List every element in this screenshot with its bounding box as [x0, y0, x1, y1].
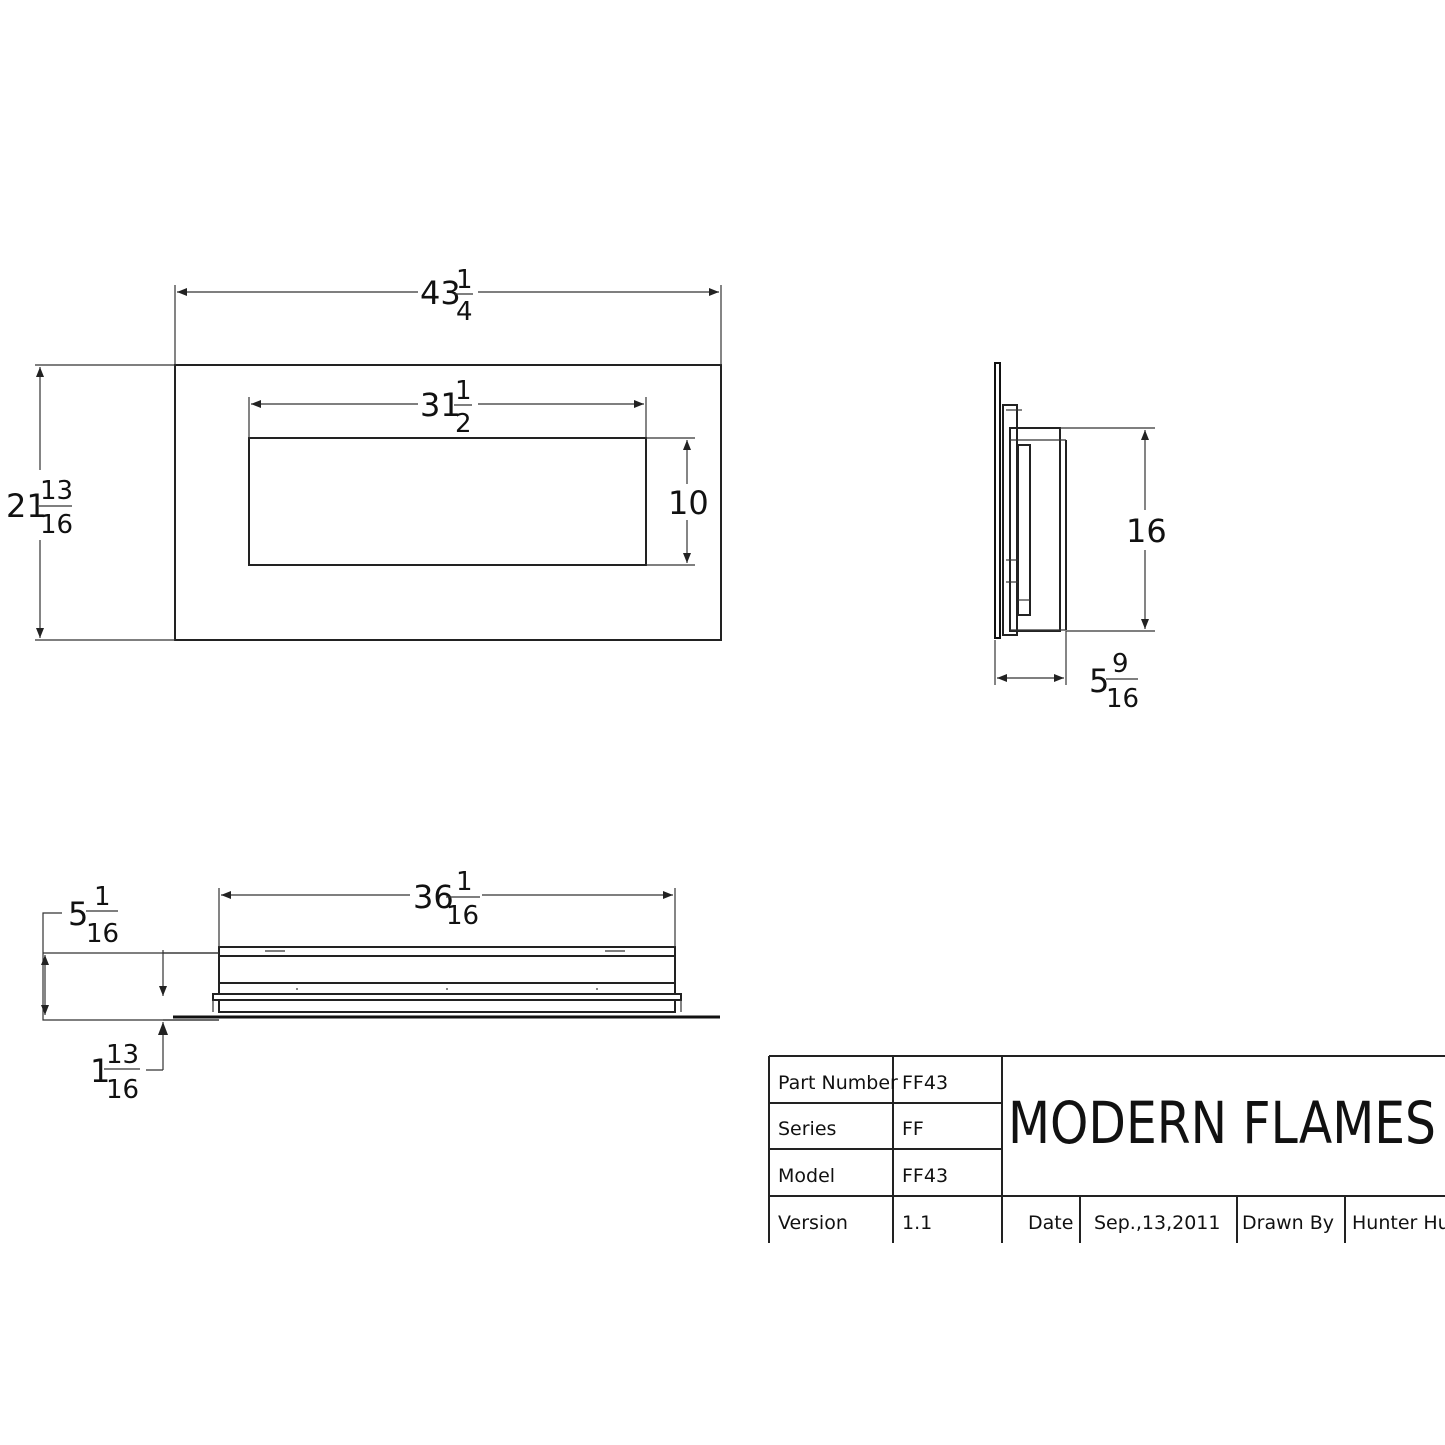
dim-top-width: 36 1 16 [413, 867, 480, 931]
version-value: 1.1 [902, 1212, 932, 1234]
dim-opening-width: 31 1 2 [420, 376, 472, 439]
date-value: Sep.,13,2011 [1094, 1212, 1220, 1234]
brand-name: MODERN FLAMES [1008, 1089, 1436, 1157]
svg-text:4: 4 [456, 297, 473, 327]
front-outer-frame [174, 364, 722, 641]
part-number-label: Part Number [778, 1072, 898, 1094]
dim-opening-height: 10 [668, 484, 709, 522]
date-label: Date [1028, 1212, 1073, 1234]
dim-overall-width: 43 1 4 [420, 265, 473, 327]
svg-text:1: 1 [455, 376, 472, 406]
svg-text:13: 13 [40, 476, 73, 506]
svg-text:16: 16 [86, 919, 119, 949]
side-view: 16 5 9 16 [994, 362, 1167, 714]
front-view: 43 1 4 31 1 2 10 21 13 16 [5, 265, 722, 641]
dim-side-depth: 5 9 16 [1089, 649, 1139, 714]
svg-text:1: 1 [90, 1052, 110, 1090]
top-view: 36 1 16 5 1 16 1 13 16 [41, 866, 720, 1105]
svg-text:16: 16 [446, 901, 479, 931]
svg-text:1: 1 [456, 265, 473, 295]
series-label: Series [778, 1118, 836, 1140]
svg-text:31: 31 [420, 386, 461, 424]
svg-text:16: 16 [106, 1075, 139, 1105]
svg-text:9: 9 [1112, 649, 1129, 679]
front-opening [248, 437, 647, 566]
version-label: Version [778, 1212, 848, 1234]
drawn-by-label: Drawn By [1242, 1212, 1334, 1234]
svg-text:5: 5 [68, 895, 88, 933]
svg-text:1: 1 [456, 867, 473, 897]
model-value: FF43 [902, 1165, 948, 1187]
dim-overall-height: 21 13 16 [6, 476, 73, 540]
svg-text:16: 16 [40, 510, 73, 540]
svg-text:13: 13 [106, 1040, 139, 1070]
side-wall-plate [994, 362, 1001, 639]
part-number-value: FF43 [902, 1072, 948, 1094]
title-block: Part Number FF43 Series FF Model FF43 Ve… [768, 1055, 1445, 1243]
svg-text:2: 2 [455, 409, 472, 439]
model-label: Model [778, 1165, 835, 1187]
dim-top-flange: 1 13 16 [90, 1040, 140, 1105]
svg-text:16: 16 [1106, 684, 1139, 714]
dim-top-depth: 5 1 16 [68, 882, 119, 949]
svg-text:1: 1 [94, 882, 111, 912]
dim-side-height: 16 [1126, 512, 1167, 550]
svg-text:5: 5 [1089, 662, 1109, 700]
svg-text:43: 43 [420, 274, 461, 312]
drawn-by-value: Hunter Hu [1352, 1212, 1445, 1234]
series-value: FF [902, 1118, 924, 1140]
